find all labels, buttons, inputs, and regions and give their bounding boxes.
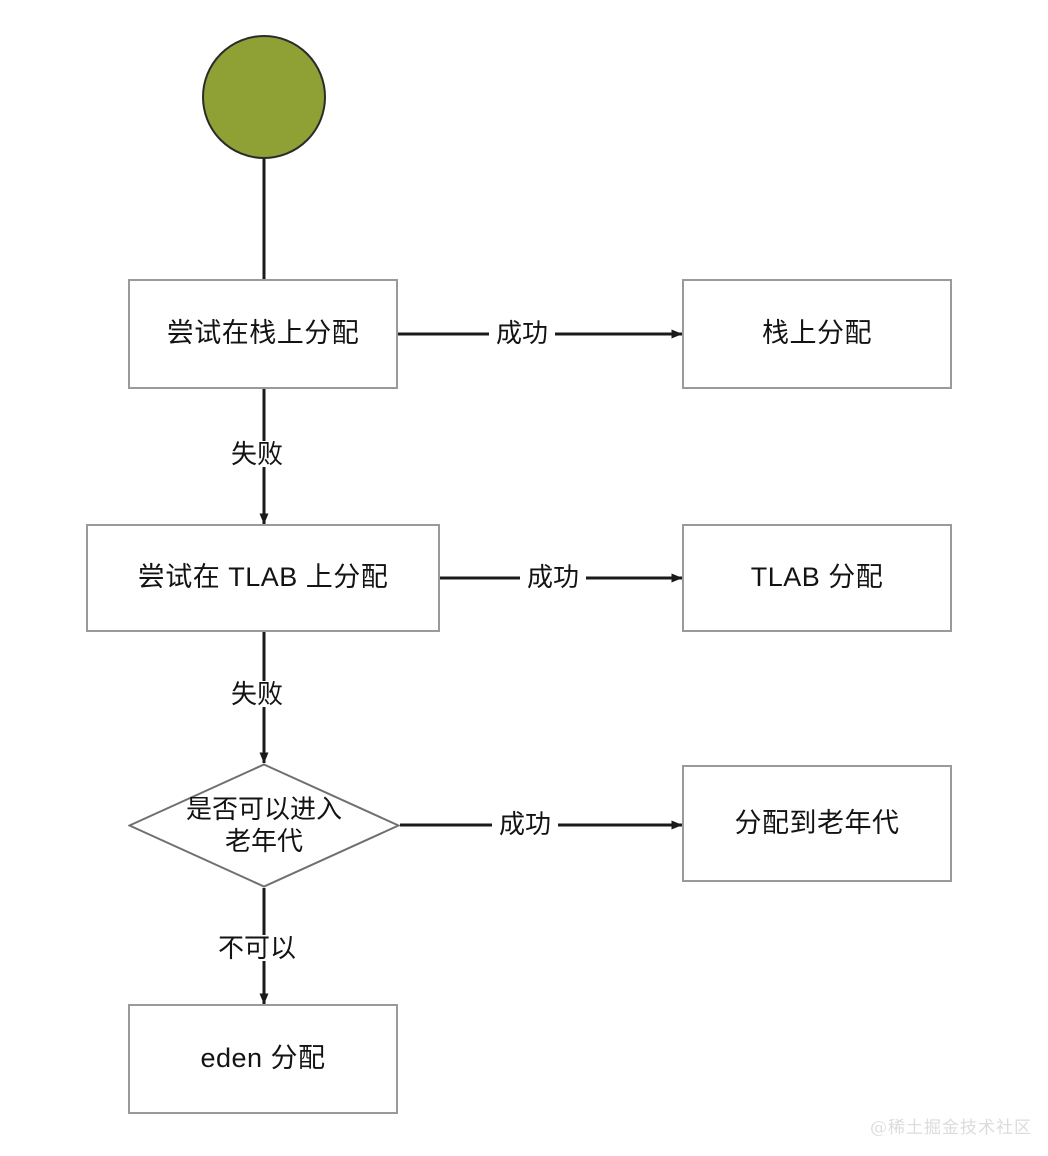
start-node[interactable] [202,35,326,159]
edge-label-tlab-attempt-success: 成功 [520,564,587,590]
edge-label-stack-attempt-success: 成功 [489,320,556,346]
edge-label-stack-attempt-fail: 失败 [224,441,291,467]
node-tlab-alloc-label: TLAB 分配 [750,562,884,593]
node-tlab-alloc[interactable]: TLAB 分配 [682,524,952,632]
node-old-gen-alloc-label: 分配到老年代 [734,807,900,838]
diamond-shape [128,763,400,888]
node-stack-alloc[interactable]: 栈上分配 [682,279,952,389]
node-old-gen-decision-label: 是否可以进入老年代 [185,793,342,856]
node-stack-alloc-label: 栈上分配 [762,318,872,349]
node-stack-attempt[interactable]: 尝试在栈上分配 [128,279,398,389]
node-stack-attempt-label: 尝试在栈上分配 [166,318,360,349]
edge-label-tlab-attempt-fail: 失败 [224,681,291,707]
edge-label-decision-success: 成功 [492,811,559,837]
node-tlab-attempt[interactable]: 尝试在 TLAB 上分配 [86,524,440,632]
node-old-gen-decision[interactable]: 是否可以进入老年代 [128,763,400,888]
watermark: @稀土掘金技术社区 [870,1118,1032,1138]
node-eden-alloc[interactable]: eden 分配 [128,1004,398,1114]
node-old-gen-alloc[interactable]: 分配到老年代 [682,765,952,882]
node-tlab-attempt-label: 尝试在 TLAB 上分配 [137,562,389,593]
edge-label-decision-cannot: 不可以 [211,935,304,961]
node-eden-alloc-label: eden 分配 [200,1043,326,1074]
